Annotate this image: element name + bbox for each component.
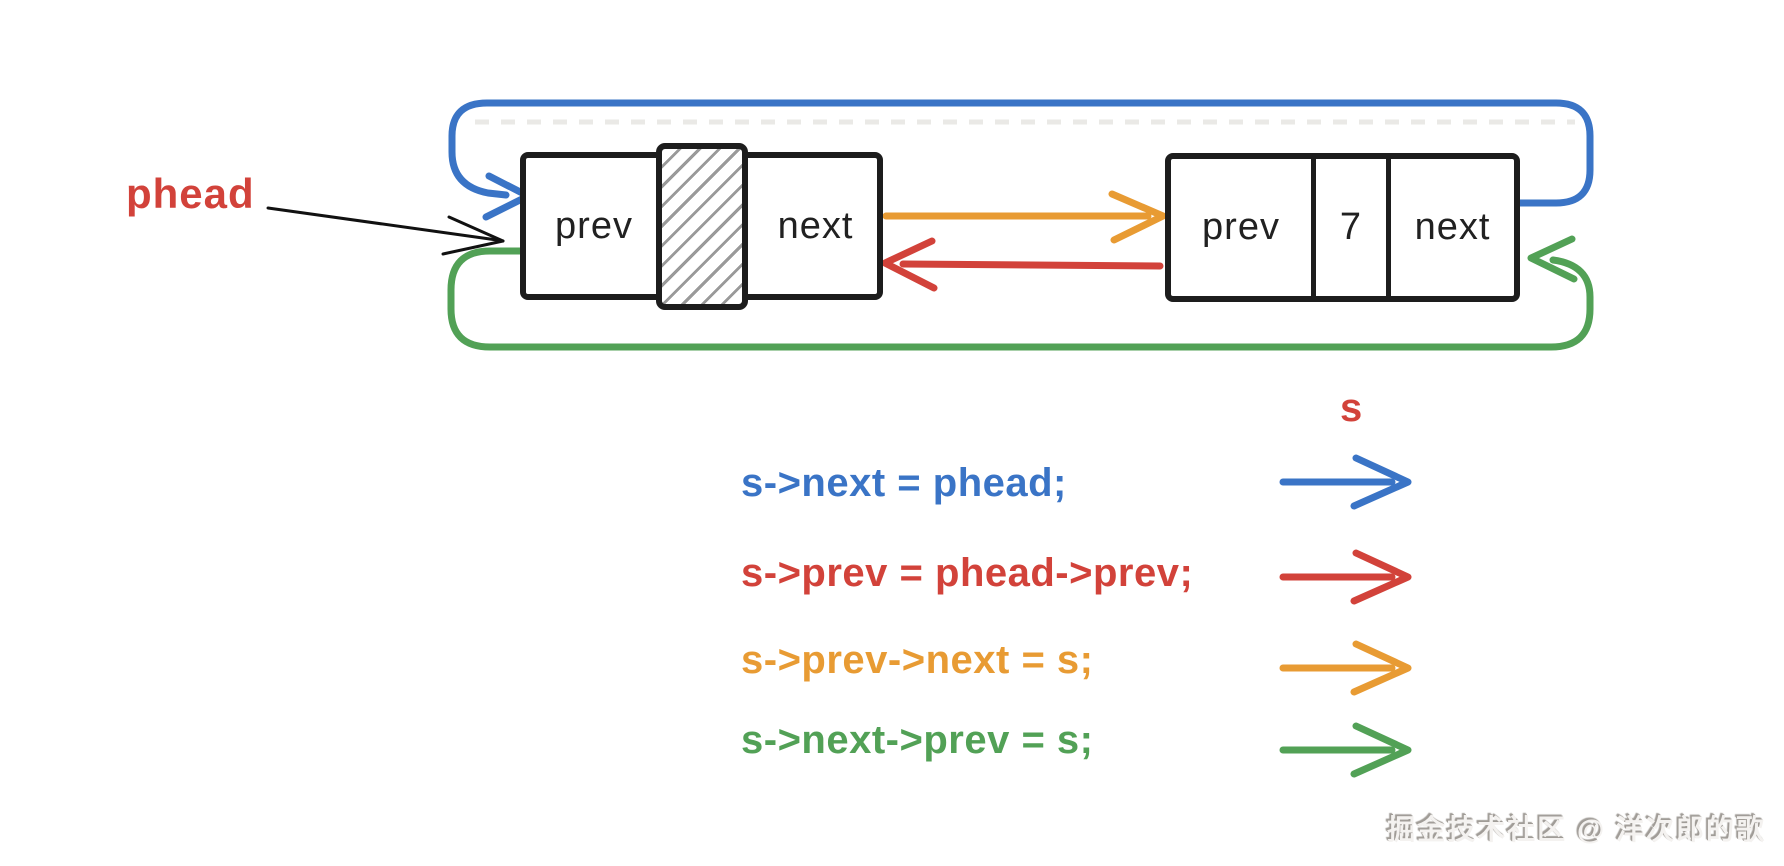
- phead-label: phead: [126, 170, 255, 217]
- legend-arrow-green-icon: [1279, 722, 1412, 778]
- watermark: 掘金技术社区 @ 洋次郎的歌: [1387, 814, 1766, 845]
- legend-arrow-orange-icon: [1279, 640, 1412, 696]
- s-prev-label: prev: [1202, 206, 1280, 248]
- s-value-cell: 7: [1311, 159, 1391, 296]
- phead-prev-label: prev: [555, 204, 633, 247]
- legend-line-blue: s->next = phead;: [741, 461, 1067, 505]
- s-prev-cell: prev: [1171, 159, 1311, 296]
- orange-arrow-icon: [882, 190, 1167, 244]
- red-arrow-icon: [881, 237, 1164, 292]
- phead-data-cell-hatched: [656, 143, 748, 310]
- legend-line-green: s->next->prev = s;: [741, 718, 1094, 762]
- s-next-label: next: [1414, 206, 1491, 248]
- phead-pointer-arrow-icon: [266, 206, 505, 256]
- legend-line-orange: s->prev->next = s;: [741, 638, 1094, 682]
- phead-prev-cell: prev: [526, 158, 662, 294]
- legend-arrow-red-icon: [1279, 549, 1412, 605]
- legend-line-red: s->prev = phead->prev;: [741, 551, 1194, 595]
- phead-next-label: next: [777, 204, 854, 247]
- s-next-cell: next: [1391, 159, 1514, 296]
- s-value-label: 7: [1339, 206, 1363, 248]
- legend-arrow-blue-icon: [1279, 454, 1412, 510]
- node-s: prev 7 next: [1165, 153, 1520, 302]
- s-label: s: [1340, 386, 1363, 430]
- phead-next-cell: next: [754, 158, 877, 294]
